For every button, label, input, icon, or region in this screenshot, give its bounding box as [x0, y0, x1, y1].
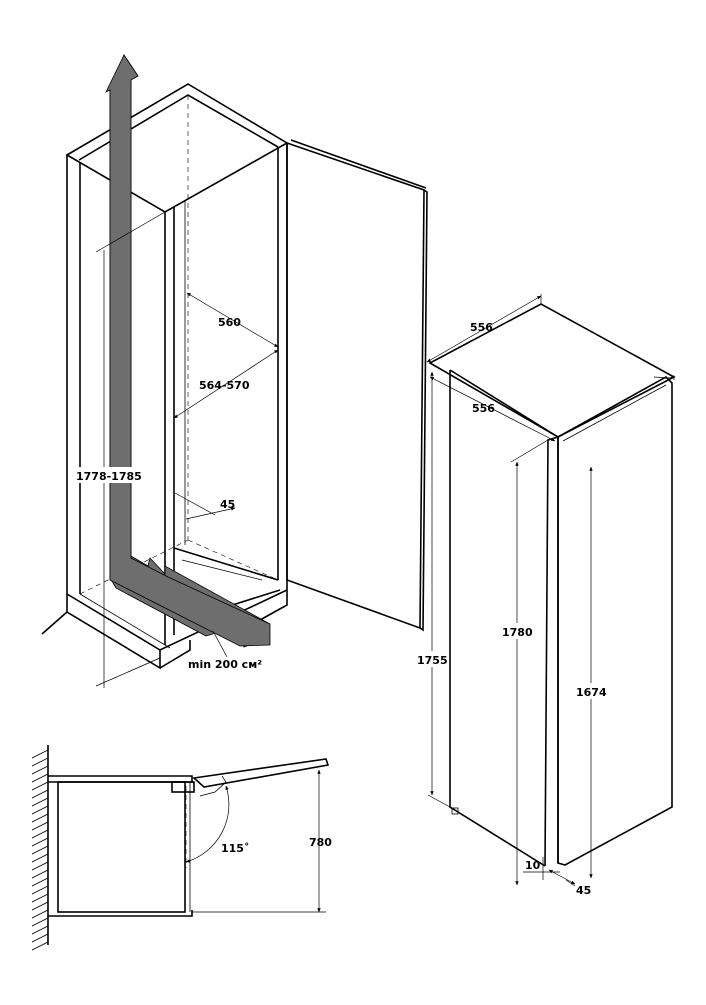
wall-hatch-line [31, 813, 49, 823]
wall-hatch-line [31, 853, 49, 863]
wall-hatch-line [31, 893, 49, 903]
opening-angle-label: 115˚ [221, 842, 249, 855]
top-depth-label: 556 [470, 321, 493, 334]
door-height-outer-label: 1780 [502, 626, 533, 639]
top-width-label: 556 [472, 402, 495, 415]
wall-hatch-line [31, 805, 49, 815]
dim-niche-height: 1778-1785 [76, 211, 166, 688]
wall-hatch-line [31, 757, 49, 767]
wall-hatch-line [31, 861, 49, 871]
wall-hatch-line [31, 789, 49, 799]
wall-hatch-line [31, 917, 49, 927]
wall-hatch-line [31, 781, 49, 791]
appliance-body [428, 303, 676, 867]
wall-hatch-line [31, 821, 49, 831]
wall-hatch-line [31, 877, 49, 887]
dim-top-depth: 556 [426, 294, 542, 363]
dim-niche-depth: 560 [186, 292, 279, 348]
cabinet-door-panel [286, 139, 428, 632]
appliance-view: 556 556 1755 1780 1674 [417, 294, 676, 897]
ventilation-area-label: min 200 см² [188, 658, 262, 671]
wall-hatching [31, 745, 49, 951]
wall-hatch-line [31, 845, 49, 855]
wall-hatch-line [31, 941, 49, 951]
dim-door-thickness: 45 [548, 869, 591, 897]
dim-door-height-outer: 1780 [502, 439, 549, 886]
wall-hatch-line [31, 885, 49, 895]
wall-hatch-line [31, 869, 49, 879]
wall-hatch-line [31, 933, 49, 943]
niche-depth-label: 560 [218, 316, 241, 329]
dim-top-width: 556 [429, 376, 556, 442]
installation-view: 1778-1785 560 564-570 45 min 200 см² [41, 54, 428, 688]
niche-height-label: 1778-1785 [76, 470, 142, 483]
ventilation-area: min 200 см² [188, 630, 262, 671]
clearance-label: 780 [309, 836, 332, 849]
wall-hatch-line [31, 765, 49, 775]
appliance-height-label: 1755 [417, 654, 448, 667]
wall-hatch-line [31, 909, 49, 919]
niche-cabinet [41, 83, 289, 670]
wall-hatch-line [31, 749, 49, 759]
wall-hatch-line [31, 797, 49, 807]
wall-hatch-line [31, 773, 49, 783]
wall-hatch-line [31, 829, 49, 839]
dim-bottom-offset: 10 [523, 857, 560, 880]
door-thickness-label: 45 [576, 884, 591, 897]
door-opening-view: 115˚ 780 [31, 745, 332, 951]
wall-hatch-line [31, 901, 49, 911]
door-height-inner-label: 1674 [576, 686, 607, 699]
wall-hatch-line [31, 837, 49, 847]
dim-appliance-height: 1755 [417, 371, 451, 808]
ventilation-airflow-arrow [105, 54, 271, 648]
dim-door-height-inner: 1674 [576, 466, 607, 879]
niche-width-label: 564-570 [199, 379, 250, 392]
dim-niche-width: 564-570 [173, 349, 279, 419]
dim-back-gap: 45 [174, 492, 236, 520]
wall-hatch-line [31, 925, 49, 935]
bottom-offset-label: 10 [525, 859, 541, 872]
back-gap-label: 45 [220, 498, 235, 511]
